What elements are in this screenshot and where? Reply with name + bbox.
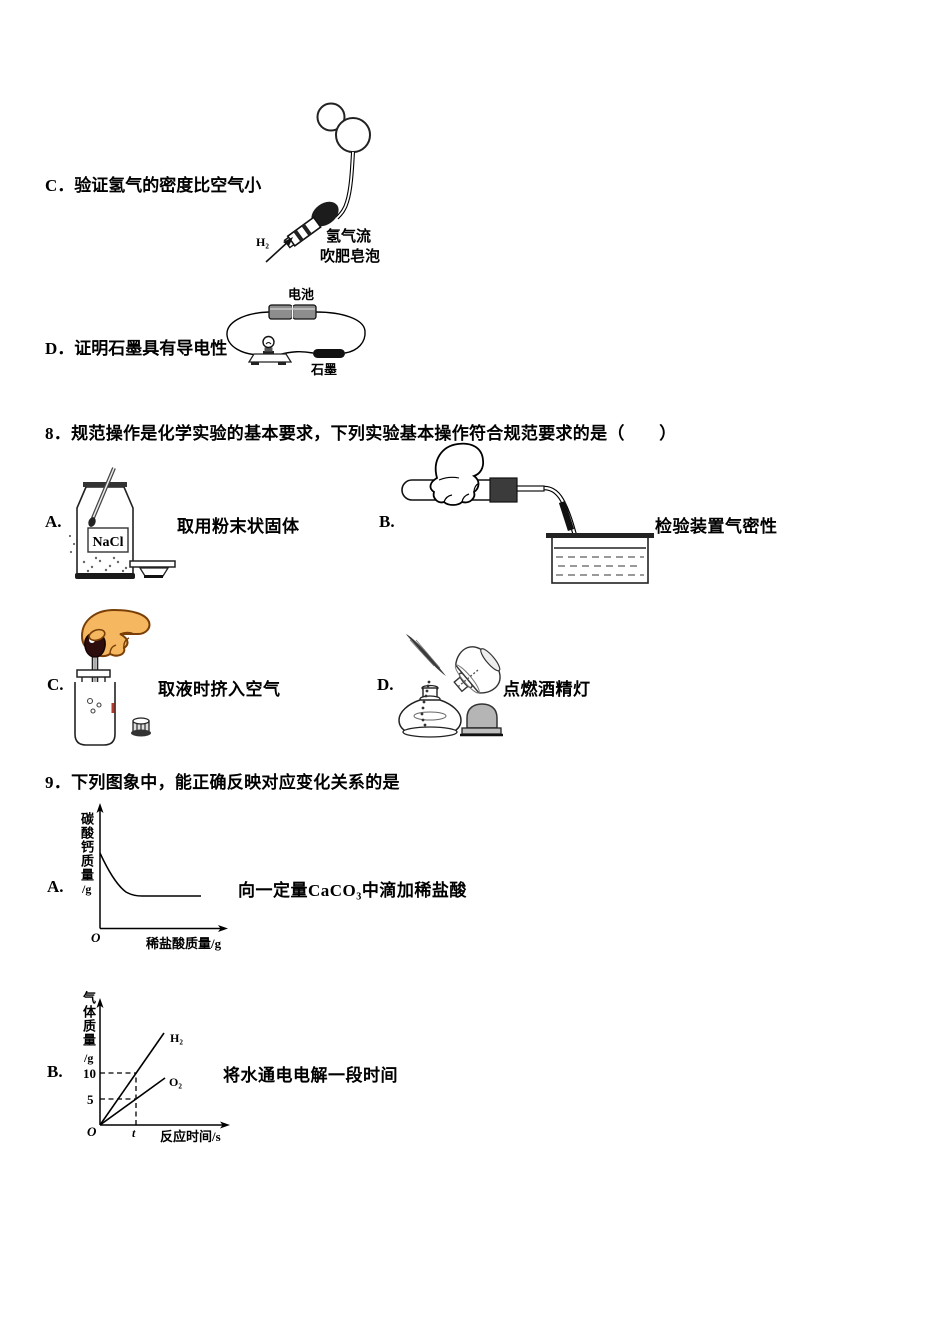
rubber-stopper bbox=[489, 477, 518, 503]
q8-option-c-caption: 取液时挤入空气 bbox=[158, 680, 281, 699]
water-dashes bbox=[556, 556, 644, 576]
flame-streak bbox=[406, 634, 446, 676]
caco3-curve bbox=[99, 852, 201, 897]
red-label-stripe bbox=[111, 703, 115, 713]
q8-option-b-label: B. bbox=[379, 512, 395, 531]
q8-option-b-caption: 检验装置气密性 bbox=[655, 517, 778, 536]
q9-option-a-caption: 向一定量CaCO₃中滴加稀盐酸 bbox=[238, 881, 467, 900]
nacl-bottle-diagram: NaCl bbox=[68, 467, 176, 579]
ytick-5: 5 bbox=[87, 1092, 94, 1107]
graph-a-ylabel: 碳酸钙质量 bbox=[79, 812, 94, 882]
q8-option-a-label: A. bbox=[45, 512, 62, 531]
o2-line bbox=[99, 1077, 166, 1126]
soap-bubble-small bbox=[316, 102, 346, 132]
h2-series-label: H₂ bbox=[170, 1031, 183, 1045]
hydrogen-flow-label: 氢气流 bbox=[326, 227, 371, 245]
dropper-glass-tube bbox=[91, 654, 99, 684]
fist-holding-tube bbox=[429, 442, 485, 506]
q8-option-d-label: D. bbox=[377, 675, 394, 694]
battery-label: 电池 bbox=[288, 287, 314, 302]
prev-option-c-text: C．验证氢气的密度比空气小 bbox=[45, 176, 262, 195]
dropper-bottle-diagram bbox=[74, 608, 151, 746]
graph-b-yunit: /g bbox=[84, 1051, 94, 1065]
question9-stem: 9．下列图象中，能正确反映对应变化关系的是 bbox=[45, 773, 400, 792]
electrolysis-graph: 10 5 H₂ O₂ O t 反应时间/s bbox=[83, 998, 230, 1144]
o2-series-label: O₂ bbox=[169, 1075, 182, 1089]
q8-option-a-caption: 取用粉末状固体 bbox=[177, 517, 300, 536]
bottle-base bbox=[75, 573, 135, 579]
q9-option-b-label: B. bbox=[47, 1062, 63, 1081]
light-bulb bbox=[247, 335, 293, 365]
tube-dark-band bbox=[558, 501, 575, 531]
bottle-label-text: NaCl bbox=[92, 535, 123, 550]
origin-label: O bbox=[87, 1124, 97, 1139]
lamp-cap bbox=[460, 703, 503, 737]
graph-a-yunit: /g bbox=[82, 882, 92, 896]
wick bbox=[420, 680, 431, 727]
question8-stem: 8．规范操作是化学实验的基本要求，下列实验基本操作符合规范要求的是（ ） bbox=[45, 424, 677, 443]
upturned-lid bbox=[129, 560, 176, 578]
airtightness-check-diagram bbox=[401, 442, 654, 584]
alcohol-lamp-diagram bbox=[398, 634, 503, 738]
powder bbox=[68, 534, 128, 573]
graph-b-ylabel: 气体质量 bbox=[81, 991, 96, 1047]
x-axis-label: 反应时间/s bbox=[160, 1129, 221, 1144]
x-axis-label: 稀盐酸质量/g bbox=[146, 936, 222, 951]
circuit-wire-right bbox=[315, 311, 366, 354]
blow-bubbles-label: 吹肥皂泡 bbox=[320, 247, 380, 265]
water-trough bbox=[546, 533, 654, 584]
graphite-rod bbox=[313, 349, 345, 358]
graphite-circuit-diagram: 电池 石墨 bbox=[226, 287, 366, 377]
ground-stopper bbox=[131, 717, 151, 737]
caco3-hcl-graph: O 稀盐酸质量/g bbox=[91, 803, 228, 951]
tilted-lamp bbox=[453, 646, 501, 694]
h2-line bbox=[99, 1032, 165, 1126]
ytick-10: 10 bbox=[83, 1066, 96, 1081]
graphite-label: 石墨 bbox=[310, 362, 337, 377]
circuit-wire-left bbox=[226, 311, 270, 356]
q9-option-b-caption: 将水通电电解一段时间 bbox=[223, 1066, 398, 1085]
q9-option-a-label: A. bbox=[47, 877, 64, 896]
prev-option-d-text: D．证明石墨具有导电性 bbox=[45, 339, 228, 358]
alcohol-lamp bbox=[398, 680, 462, 738]
nozzle-bulb bbox=[311, 201, 339, 227]
hydrogen-bubbles-diagram: H₂ 氢气流 吹肥皂泡 bbox=[256, 102, 380, 265]
soap-bubble-large bbox=[335, 117, 371, 153]
origin-label: O bbox=[91, 930, 101, 945]
battery bbox=[268, 304, 317, 320]
bottle-label bbox=[87, 527, 129, 553]
h2-gas-label: H₂ bbox=[256, 235, 269, 249]
dropper-bottle bbox=[74, 669, 116, 746]
liquid-drop bbox=[86, 697, 94, 705]
q8-option-c-label: C. bbox=[47, 675, 64, 694]
q8-option-d-caption: 点燃酒精灯 bbox=[503, 680, 591, 699]
thumb-tip bbox=[88, 628, 106, 642]
xtick-t: t bbox=[132, 1126, 136, 1140]
